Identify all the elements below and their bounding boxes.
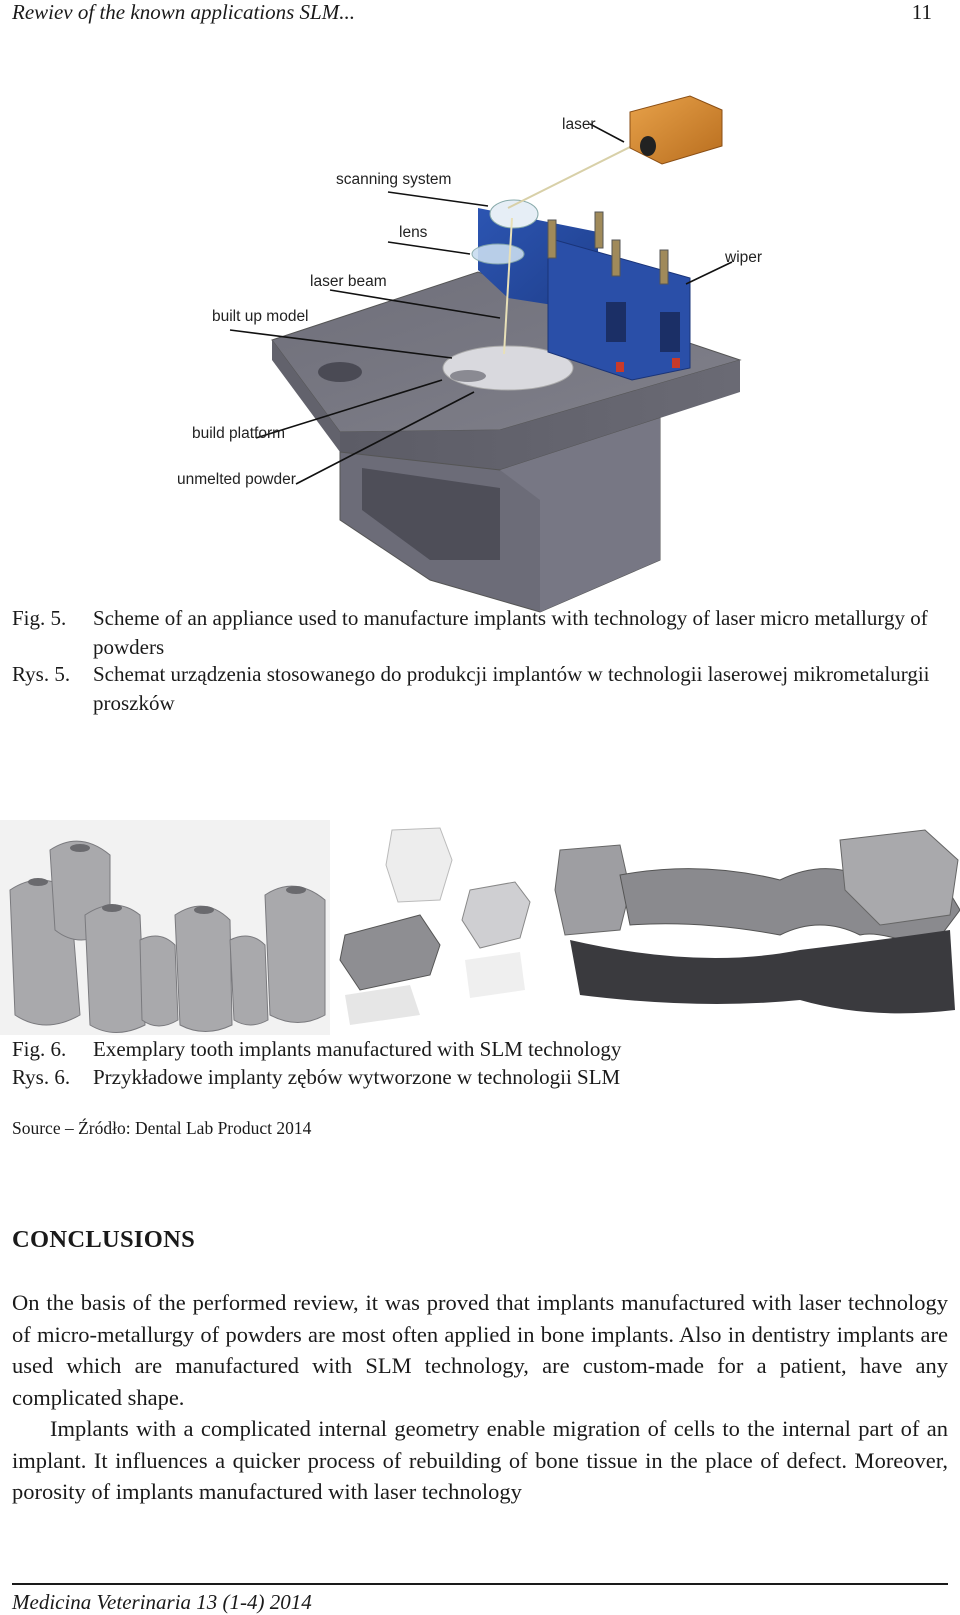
- lower-block-side: [500, 418, 660, 612]
- wiper-slot-2: [660, 312, 680, 352]
- running-title: Rewiev of the known applications SLM...: [12, 0, 355, 24]
- lower-block-cavity: [362, 468, 500, 560]
- section-heading-conclusions: CONCLUSIONS: [12, 1226, 196, 1253]
- slm-appliance-scheme: [229, 95, 742, 613]
- label-lens: lens: [399, 224, 428, 241]
- laser-beam: [507, 139, 645, 209]
- figure6-caption-pl: Rys. 6. Przykładowe implanty zębów wytwo…: [12, 1063, 948, 1092]
- caption-number: Fig. 5.: [12, 606, 67, 630]
- scanning-mirror: [489, 199, 539, 229]
- caption-text: Scheme of an appliance used to manufactu…: [93, 606, 928, 659]
- figure6-source: Source – Źródło: Dental Lab Product 2014: [12, 1118, 312, 1138]
- wiper-slot-1: [606, 302, 626, 342]
- figure5-caption-en: Fig. 5. Scheme of an appliance used to m…: [12, 604, 948, 662]
- label-laser: laser: [562, 116, 596, 133]
- base-front-left: [272, 340, 340, 452]
- mount-hole: [318, 362, 362, 382]
- footer-rule: [12, 1583, 948, 1585]
- tooth-implants-photos: [0, 820, 960, 1035]
- label-unmelted-powder: unmelted powder: [177, 471, 296, 488]
- page-number: 11: [911, 0, 932, 24]
- caption-number: Fig. 6.: [12, 1037, 67, 1061]
- caption-number: Rys. 6.: [12, 1065, 71, 1089]
- paragraph-1: On the basis of the performed review, it…: [12, 1290, 948, 1410]
- label-scanning-system: scanning system: [336, 171, 452, 188]
- caption-text: Schemat urządzenia stosowanego do produk…: [93, 662, 930, 715]
- label-wiper: wiper: [725, 249, 763, 266]
- figure5-caption-pl: Rys. 5. Schemat urządzenia stosowanego d…: [12, 660, 948, 718]
- caption-text: Exemplary tooth implants manufactured wi…: [93, 1037, 622, 1061]
- caption-text: Przykładowe implanty zębów wytworzone w …: [93, 1065, 621, 1089]
- journal-footer: Medicina Veterinaria 13 (1-4) 2014: [12, 1590, 312, 1614]
- base-front: [340, 360, 740, 470]
- photo-implant-bridge: [0, 820, 330, 1035]
- figure6-caption-en: Fig. 6. Exemplary tooth implants manufac…: [12, 1035, 948, 1064]
- caption-number: Rys. 5.: [12, 662, 71, 686]
- label-build-platform: build platform: [192, 425, 286, 442]
- label-built-up-model: built up model: [212, 308, 309, 325]
- built-up-part: [450, 370, 486, 382]
- conclusions-body: On the basis of the performed review, it…: [12, 1287, 948, 1508]
- paragraph-2: Implants with a complicated internal geo…: [12, 1416, 948, 1504]
- photo-abutments: [330, 820, 552, 1035]
- photo-metal-bridge: [552, 820, 960, 1035]
- label-laser-beam: laser beam: [310, 273, 387, 290]
- lens-disc: [471, 243, 525, 265]
